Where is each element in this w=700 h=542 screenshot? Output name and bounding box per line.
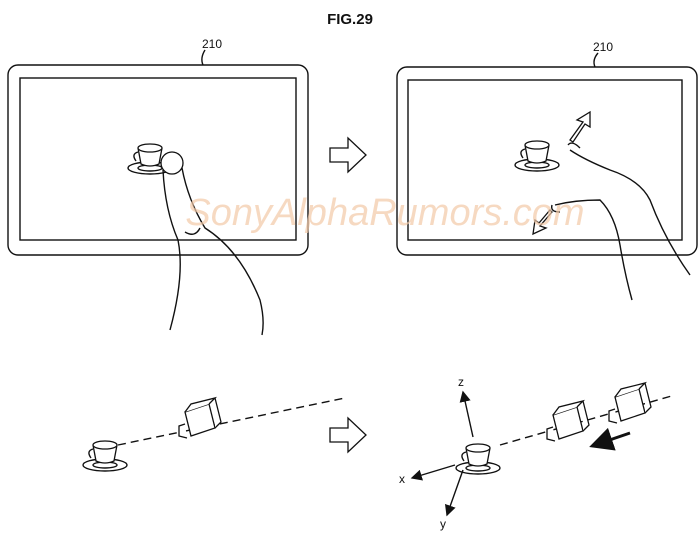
scene-right: z x y [399, 375, 676, 531]
scene-left [82, 397, 346, 472]
z-axis-label: z [458, 375, 464, 389]
next-step-arrow-icon [329, 137, 367, 173]
z-axis [459, 390, 474, 438]
tablet-right: 210 [396, 40, 698, 301]
camera-icon [178, 397, 222, 439]
watermark: SonyAlphaRumors.com [185, 192, 584, 234]
x-axis-label: x [399, 472, 405, 486]
tablet-left: 210 [7, 37, 309, 336]
move-direction-arrow-icon [589, 427, 631, 451]
reference-label-left: 210 [202, 37, 222, 51]
y-axis-label: y [440, 517, 446, 531]
cup-icon [82, 440, 128, 472]
finger-tap-icon [160, 151, 264, 336]
cup-icon [514, 140, 560, 172]
next-step-arrow-icon [329, 417, 367, 453]
y-axis [445, 469, 464, 517]
camera-icon [546, 400, 590, 442]
cup-icon [455, 443, 501, 475]
figure-title: FIG.29 [327, 11, 373, 28]
x-axis [410, 464, 456, 481]
reference-label-right: 210 [593, 40, 613, 54]
expand-arrow-icon [532, 209, 553, 236]
expand-arrow-icon [569, 110, 591, 143]
pinch-gesture-icon [532, 110, 691, 301]
